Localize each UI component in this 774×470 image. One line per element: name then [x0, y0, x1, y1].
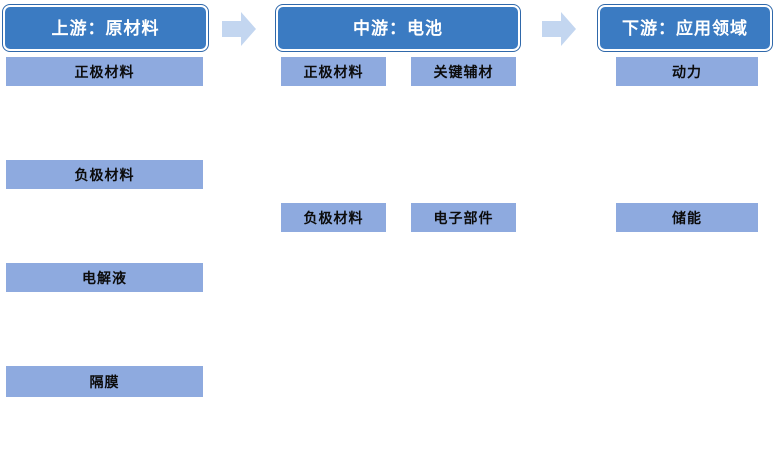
node-upstream-separator[interactable]: 隔膜: [6, 366, 203, 397]
node-downstream-power[interactable]: 动力: [616, 57, 758, 86]
node-midstream-electronic-components[interactable]: 电子部件: [411, 203, 516, 232]
stage-header-upstream[interactable]: 上游：原材料: [3, 5, 208, 51]
right-arrow-icon-upstream-to-midstream: [222, 12, 256, 46]
node-upstream-electrolyte[interactable]: 电解液: [6, 263, 203, 292]
stage-header-midstream[interactable]: 中游：电池: [276, 5, 520, 51]
node-midstream-key-auxiliary-material[interactable]: 关键辅材: [411, 57, 516, 86]
right-arrow-icon-midstream-to-downstream: [542, 12, 576, 46]
stage-header-downstream[interactable]: 下游：应用领域: [598, 5, 772, 51]
node-downstream-energy-storage[interactable]: 储能: [616, 203, 758, 232]
node-upstream-anode-material[interactable]: 负极材料: [6, 160, 203, 189]
node-upstream-cathode-material[interactable]: 正极材料: [6, 57, 203, 86]
node-midstream-anode-material[interactable]: 负极材料: [281, 203, 386, 232]
node-midstream-cathode-material[interactable]: 正极材料: [281, 57, 386, 86]
